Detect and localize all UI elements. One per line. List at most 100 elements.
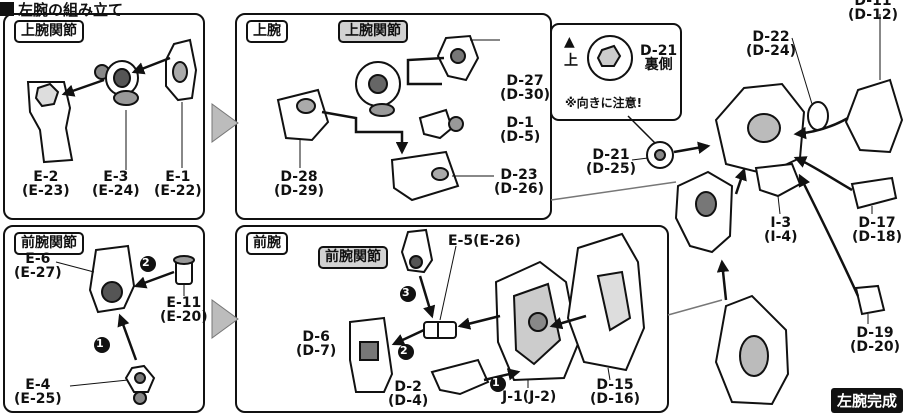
label-e5: E-5(E-26) (448, 233, 521, 249)
step-1-right-label: 1 (492, 376, 500, 389)
arrow-d15-to-j1 (549, 314, 587, 330)
step-3-right-label: 3 (402, 286, 410, 299)
section-header: 左腕の組み立て (0, 0, 124, 19)
connector-upper-arm (550, 181, 677, 201)
leader-e5 (439, 245, 457, 321)
label-d15: D-15(D-16) (590, 377, 640, 407)
part-d19-drawing (854, 284, 886, 316)
part-d15-drawing (566, 232, 646, 372)
callout-up-arrow-icon: ▲ (564, 34, 575, 50)
label-d17: D-17(D-18) (852, 215, 902, 245)
label-e1: E-1(E-22) (154, 169, 202, 199)
finish-badge: 左腕完成 (830, 388, 903, 413)
panel-forearm-joint-frame (3, 225, 205, 413)
part-e4-drawing (124, 364, 156, 405)
arrow-d19 (798, 173, 860, 297)
leader-e6 (55, 261, 95, 273)
step-1-left-label: 1 (96, 337, 104, 350)
part-d23-drawing (390, 150, 460, 202)
leader-d21 (631, 157, 649, 161)
part-e11-drawing (173, 255, 195, 285)
arrow-d17 (793, 156, 853, 192)
label-d23: D-23(D-26) (494, 167, 544, 197)
callout-up-label: 上 (564, 53, 578, 69)
part-d6-drawing (349, 316, 394, 393)
section-title: 左腕の組み立て (18, 0, 124, 19)
flow-triangle-top (211, 103, 239, 143)
part-e6-drawing (88, 244, 136, 314)
leader-d15 (607, 367, 611, 381)
part-e3-drawing (94, 60, 139, 106)
part-d2-drawing (430, 358, 490, 396)
label-d11: D-11(D-12) (848, 0, 898, 23)
tag-upper-joint: 上腕関節 (14, 20, 84, 43)
label-d6: D-6(D-7) (296, 329, 337, 359)
arrow-e4 (117, 313, 138, 361)
label-d28: D-28(D-29) (274, 169, 324, 199)
label-e6: E-6(E-27) (14, 251, 62, 281)
label-d19: D-19(D-20) (850, 325, 900, 355)
guide-upper-arm (321, 110, 409, 155)
part-d21-drawing (646, 141, 674, 169)
label-j1: J-1(J-2) (502, 389, 557, 405)
guide-d27 (406, 56, 445, 86)
part-d28-drawing (276, 88, 330, 142)
leader-e4 (69, 379, 129, 387)
tag-forearm-joint: 前腕関節 (14, 232, 84, 255)
part-d17-drawing (850, 176, 898, 210)
part-e1-drawing (165, 38, 198, 102)
arrow-e11 (133, 270, 175, 289)
part-forearm-joint-drawing (400, 228, 434, 274)
step-2-marker-left (140, 256, 156, 272)
connector-forearm (667, 299, 723, 316)
label-e4: E-4(E-25) (14, 377, 62, 407)
label-d27: D-27(D-30) (500, 73, 550, 103)
label-d2: D-2(D-4) (388, 379, 429, 409)
tag-forearm-joint-sub: 前腕関節 (318, 246, 388, 269)
arrow-e3-to-e2 (61, 78, 105, 97)
arrow-forearm-up (716, 259, 730, 301)
arrow-d21 (673, 141, 711, 154)
callout-d21-drawing (587, 35, 633, 81)
part-i3-drawing (754, 162, 802, 198)
part-j1-drawing (494, 260, 580, 382)
leader-i3 (777, 195, 781, 215)
label-d22: D-22(D-24) (746, 29, 796, 59)
part-joint-center-drawing (355, 61, 401, 117)
label-d21: D-21(D-25) (586, 147, 636, 177)
label-e3: E-3(E-24) (92, 169, 140, 199)
callout-orientation-note: ※向きに注意! (565, 96, 643, 110)
step-1-marker-right (490, 376, 506, 392)
arrow-d2-to-j1 (483, 368, 521, 382)
arrow-e1-to-e3 (131, 56, 171, 75)
tag-upper-arm: 上腕 (246, 20, 288, 43)
arrow-j1-to-e5 (457, 314, 501, 330)
part-e5-drawing (423, 321, 457, 339)
arrow-forearm-joint (418, 275, 436, 319)
leader-d22 (791, 37, 813, 105)
step-3-marker-right (400, 286, 416, 302)
tag-upper-arm-joint: 上腕関節 (338, 20, 408, 43)
part-d11-drawing (844, 78, 904, 154)
section-number-badge (0, 2, 14, 16)
label-e2: E-2(E-23) (22, 169, 70, 199)
step-2-left-label: 2 (142, 256, 150, 269)
arrow-d11 (793, 116, 849, 140)
part-upper-arm-assembled-drawing (674, 170, 734, 254)
tag-forearm: 前腕 (246, 232, 288, 255)
part-d1-drawing (418, 108, 464, 140)
part-shoulder-drawing (714, 82, 806, 176)
arrow-e5-to-d6 (391, 328, 425, 346)
part-forearm-assembled-drawing (714, 294, 790, 406)
label-d1: D-1(D-5) (500, 115, 541, 145)
step-1-marker-left (94, 337, 110, 353)
step-2-marker-right (398, 344, 414, 360)
step-2-right-label: 2 (400, 344, 408, 357)
flow-triangle-bottom (211, 299, 239, 339)
label-i3: I-3(I-4) (764, 215, 798, 245)
part-d22-drawing (807, 101, 829, 131)
arrow-upper-arm-up (734, 167, 747, 195)
part-d27-drawing (436, 34, 480, 82)
